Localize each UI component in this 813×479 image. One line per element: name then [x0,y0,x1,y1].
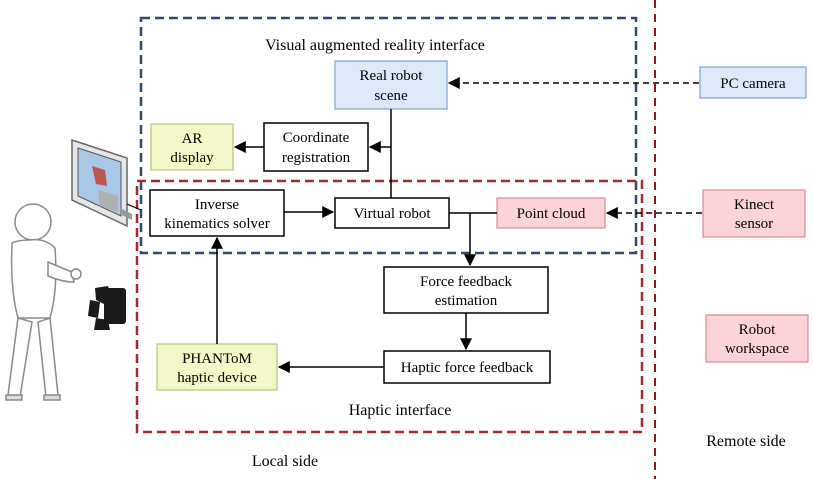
point-cloud-box: Point cloud [496,197,606,229]
ar-display-box: AR display [150,123,234,171]
svg-text:registration: registration [282,150,351,166]
svg-text:Haptic force feedback: Haptic force feedback [401,360,534,376]
svg-text:Real robot: Real robot [360,68,424,84]
kinect-sensor-box: Kinect sensor [702,189,806,238]
svg-text:PC camera: PC camera [720,76,786,92]
force-feedback-estimation-box: Force feedback estimation [383,266,549,314]
svg-text:sensor: sensor [735,216,773,232]
haptic-device-icon [88,286,126,330]
svg-text:kinematics solver: kinematics solver [164,216,269,232]
svg-text:Robot: Robot [739,322,777,338]
svg-text:Inverse: Inverse [195,197,239,213]
inverse-kinematics-solver-box: Inverse kinematics solver [149,189,285,237]
svg-text:Force feedback: Force feedback [420,274,513,290]
connectors [211,77,702,373]
svg-text:Virtual robot: Virtual robot [354,206,432,222]
real-robot-scene-box: Real robot scene [334,60,448,110]
svg-text:scene: scene [374,88,408,104]
svg-text:PHANToM: PHANToM [182,351,252,367]
haptic-force-feedback-box: Haptic force feedback [383,350,551,384]
coordinate-registration-box: Coordinate registration [263,122,369,172]
pc-camera-box: PC camera [699,66,807,99]
haptic-interface-frame [135,179,644,434]
remote-side-label: Remote side [706,433,786,450]
svg-text:display: display [170,150,214,166]
monitor-icon [71,138,132,228]
svg-text:Point cloud: Point cloud [517,206,586,222]
virtual-robot-box: Virtual robot [334,197,450,229]
haptic-interface-label: Haptic interface [349,402,452,419]
visual-ar-interface-label: Visual augmented reality interface [265,37,485,54]
svg-text:workspace: workspace [725,341,789,357]
robot-workspace-box: Robot workspace [705,314,809,363]
svg-text:AR: AR [182,131,203,147]
phantom-haptic-device-box: PHANToM haptic device [156,343,278,391]
svg-text:estimation: estimation [435,293,498,309]
svg-text:Kinect: Kinect [734,197,775,213]
svg-text:Coordinate: Coordinate [283,130,350,146]
local-side-label: Local side [252,453,318,470]
operator-person-icon [5,203,82,401]
svg-text:haptic device: haptic device [177,370,257,386]
